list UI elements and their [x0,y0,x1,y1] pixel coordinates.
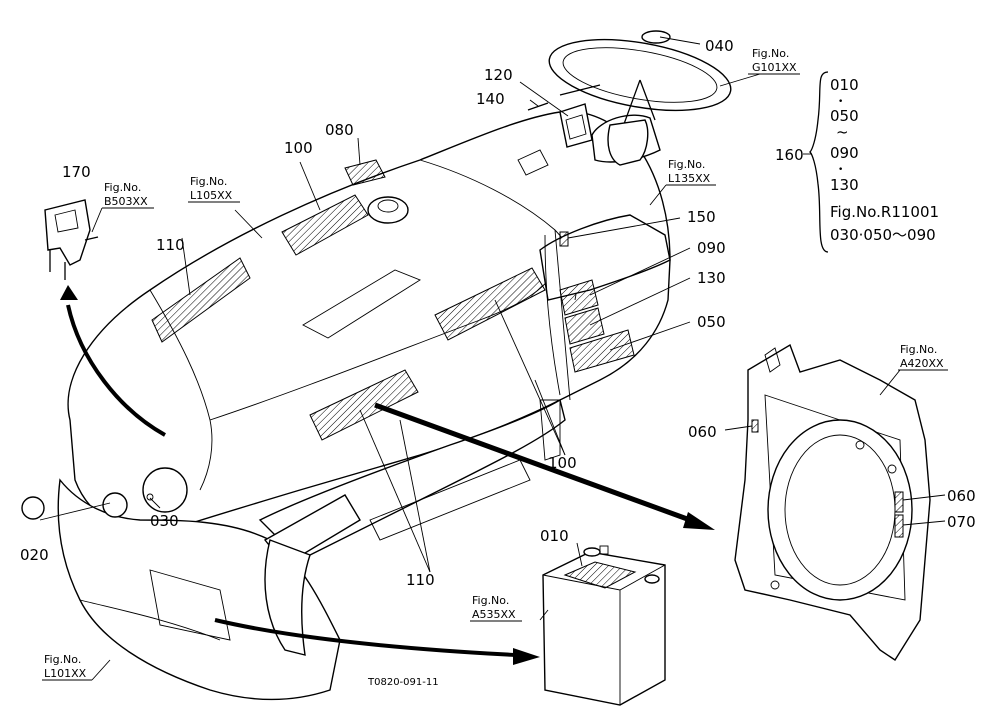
fig-ref-label: Fig.No. [900,343,937,356]
tractor-front-grille [57,467,341,701]
leader-lines [39,36,946,681]
fig-ref-code: L101XX [44,667,87,680]
callout-070[interactable]: 070 [947,513,976,531]
fig-ref-a420[interactable]: Fig.No. A420XX [900,343,944,370]
decal-100-top [281,194,369,256]
fig-ref-code: G101XX [752,61,797,74]
fig-ref-l135[interactable]: Fig.No. L135XX [668,158,711,185]
decal-140 [517,102,549,176]
bracket-line-8: Fig.No.R11001 [830,203,939,221]
fuel-cap [367,196,409,224]
callout-020[interactable]: 020 [20,546,49,564]
fig-ref-g101[interactable]: Fig.No. G101XX [752,47,797,74]
bracket-line-9: 030·050～090 [830,226,936,244]
decal-150 [559,231,569,247]
fig-ref-label: Fig.No. [190,175,227,188]
callout-030[interactable]: 030 [150,512,179,530]
arrow-to-radiator[interactable] [374,402,715,530]
callout-060-right[interactable]: 060 [947,487,976,505]
decal-080 [344,159,386,186]
decal-130 [564,307,605,345]
decal-050 [569,329,635,373]
callout-120[interactable]: 120 [484,66,513,84]
fig-ref-l101[interactable]: Fig.No. L101XX [44,653,87,680]
bracket-line-7: 130 [830,176,859,194]
decal-090 [559,279,599,316]
battery [542,545,666,706]
fig-ref-a535[interactable]: Fig.No. A535XX [472,594,516,621]
bracket-line-5: 090 [830,144,859,162]
callout-060-left[interactable]: 060 [688,423,717,441]
fig-ref-label: Fig.No. [472,594,509,607]
fig-ref-code: A535XX [472,608,516,621]
part-170-switch [44,199,99,280]
part-020-cap [21,496,45,520]
decal-110-left [151,257,251,343]
callout-010[interactable]: 010 [540,527,569,545]
bracket-line-2: • [838,97,843,107]
callout-110-left[interactable]: 110 [156,236,185,254]
callout-140[interactable]: 140 [476,90,505,108]
fig-ref-label: Fig.No. [752,47,789,60]
fig-ref-label: Fig.No. [104,181,141,194]
steering-wheel [548,30,732,166]
bracket-line-4: ~ [836,123,849,141]
fig-ref-code: A420XX [900,357,944,370]
fig-ref-label: Fig.No. [44,653,81,666]
callout-130[interactable]: 130 [697,269,726,287]
bracket-line-6: • [838,165,843,175]
tractor-side-panel [258,398,566,656]
callout-080[interactable]: 080 [325,121,354,139]
decal-110-side [309,369,419,441]
bracket-note-160: 160 010 • 050 ~ 090 • 130 Fig.No.R11001 … [775,76,939,244]
radiator-shroud [734,343,931,661]
callout-100-side[interactable]: 100 [548,454,577,472]
tractor-hood [67,110,671,534]
callout-050[interactable]: 050 [697,313,726,331]
arrow-to-170[interactable] [60,285,166,437]
decal-120 [559,103,593,148]
drawing-code: T0820-091-11 [367,677,439,688]
fig-ref-code: B503XX [104,195,148,208]
bracket-line-1: 010 [830,76,859,94]
fig-ref-underlines [42,73,948,681]
bracket-item-160[interactable]: 160 [775,146,804,164]
fig-ref-label: Fig.No. [668,158,705,171]
decal-100-side [434,267,546,341]
callout-040[interactable]: 040 [705,37,734,55]
arrow-to-battery[interactable] [214,618,540,665]
bracket-brace [809,71,829,253]
bracket-line-3: 050 [830,107,859,125]
fig-ref-b503[interactable]: Fig.No. B503XX [104,181,148,208]
fig-ref-code: L135XX [668,172,711,185]
callout-110-side[interactable]: 110 [406,571,435,589]
fig-ref-l105[interactable]: Fig.No. L105XX [190,175,233,202]
callout-100-top[interactable]: 100 [284,139,313,157]
callout-170[interactable]: 170 [62,163,91,181]
callout-090[interactable]: 090 [697,239,726,257]
fig-ref-code: L105XX [190,189,233,202]
callout-150[interactable]: 150 [687,208,716,226]
